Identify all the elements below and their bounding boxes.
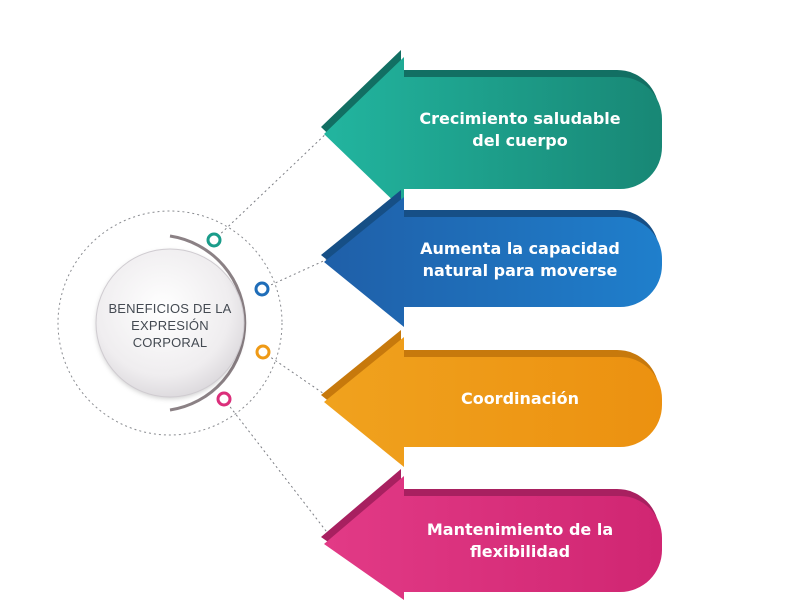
arrow-2-shape	[324, 197, 662, 327]
benefit-text-2: Aumenta la capacidad natural para movers…	[390, 238, 650, 282]
marker-orange-ring	[255, 344, 271, 360]
connector-line-2	[261, 257, 331, 290]
benefit-text-3: Coordinación	[390, 388, 650, 410]
benefit-1-line-2: del cuerpo	[472, 131, 568, 150]
center-title-line-2: EXPRESIÓN	[131, 318, 209, 333]
benefit-text-1: Crecimiento saludable del cuerpo	[390, 108, 650, 152]
center-disc	[96, 249, 244, 397]
benefit-text-4: Mantenimiento de la flexibilidad	[390, 519, 650, 563]
connector-line-3	[262, 351, 331, 399]
benefit-3-line-1: Coordinación	[460, 389, 580, 408]
marker-teal-ring	[206, 232, 222, 248]
center-title: BENEFICIOS DE LA EXPRESIÓN CORPORAL	[100, 300, 240, 351]
arrow-4-shape	[324, 476, 662, 600]
connector-line-4	[223, 398, 334, 541]
marker-blue-ring	[254, 281, 270, 297]
benefit-arrow-4	[321, 469, 662, 600]
benefit-1-line-1: Crecimiento saludable	[419, 109, 621, 128]
benefit-arrow-2	[321, 190, 662, 327]
center-disc-border	[95, 248, 245, 398]
connector-line-1	[213, 129, 331, 241]
marker-pink-ring	[216, 391, 232, 407]
benefit-arrow-3	[321, 330, 662, 467]
benefit-2-line-2: natural para moverse	[422, 261, 618, 280]
center-title-line-3: CORPORAL	[132, 335, 208, 350]
arrow-1-shape	[324, 57, 662, 211]
benefit-arrow-1	[321, 50, 662, 211]
gray-arc	[169, 234, 247, 412]
benefit-4-line-2: flexibilidad	[469, 542, 571, 561]
connector-lines	[213, 129, 334, 541]
benefit-4-line-1: Mantenimiento de la	[426, 520, 614, 539]
arrow-3-shape	[324, 337, 662, 467]
outer-dotted-ring	[57, 210, 283, 436]
benefit-2-line-1: Aumenta la capacidad	[420, 239, 620, 258]
center-title-line-1: BENEFICIOS DE LA	[108, 301, 232, 316]
